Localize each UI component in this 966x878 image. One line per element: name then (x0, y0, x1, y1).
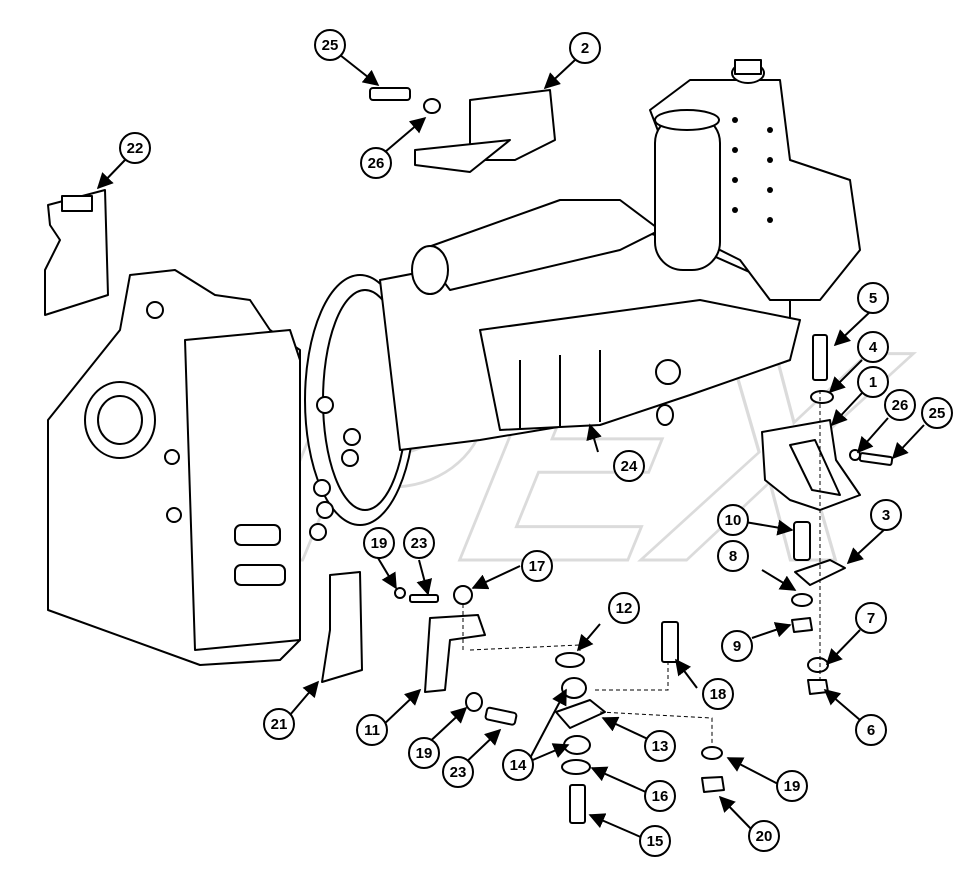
callout-19-right: 19 (776, 770, 808, 802)
callout-25-top: 25 (314, 29, 346, 61)
part-4-washer (810, 390, 834, 404)
assembly-lines (462, 390, 821, 745)
svg-text:5: 5 (869, 290, 877, 307)
svg-text:16: 16 (652, 788, 669, 805)
callout-15: 15 (639, 825, 671, 857)
callout-25-right: 25 (921, 397, 953, 429)
callout-24: 24 (613, 450, 645, 482)
callout-26-top: 26 (360, 147, 392, 179)
svg-text:19: 19 (416, 745, 433, 762)
callout-23-lower: 23 (442, 756, 474, 788)
svg-text:26: 26 (368, 155, 385, 172)
callout-7: 7 (855, 602, 887, 634)
svg-text:26: 26 (892, 397, 909, 414)
drain-plug (655, 359, 681, 385)
callout-21: 21 (263, 708, 295, 740)
part-19-washer-lower (465, 692, 483, 712)
part-14-bush-upper (561, 677, 587, 699)
svg-text:8: 8 (729, 548, 737, 565)
svg-text:9: 9 (733, 638, 741, 655)
part-15-bolt (569, 784, 586, 824)
callout-18: 18 (702, 678, 734, 710)
part-21-plate (321, 571, 363, 683)
part-20-nut (701, 776, 725, 793)
part-26-washer-top (423, 98, 441, 114)
callout-19-lower: 19 (408, 737, 440, 769)
part-17-nut (453, 585, 473, 605)
svg-text:24: 24 (621, 458, 638, 475)
callout-1: 1 (857, 366, 889, 398)
part-7-washer (807, 657, 829, 673)
svg-text:19: 19 (371, 535, 388, 552)
engine-transmission-assembly (47, 59, 861, 666)
svg-text:13: 13 (652, 738, 669, 755)
svg-text:23: 23 (450, 764, 467, 781)
part-10-bolt (793, 521, 811, 561)
svg-text:25: 25 (322, 37, 339, 54)
callout-13: 13 (644, 730, 676, 762)
callout-2: 2 (569, 32, 601, 64)
part-11-bracket (424, 614, 486, 693)
callout-26-right: 26 (884, 389, 916, 421)
svg-text:7: 7 (867, 610, 875, 627)
part-24-sump (656, 404, 674, 426)
svg-text:10: 10 (725, 512, 742, 529)
callout-4: 4 (857, 331, 889, 363)
svg-text:15: 15 (647, 833, 664, 850)
svg-text:3: 3 (882, 507, 890, 524)
svg-text:11: 11 (364, 722, 380, 739)
callout-6: 6 (855, 714, 887, 746)
oil-filter (654, 114, 721, 271)
callout-22: 22 (119, 132, 151, 164)
svg-text:14: 14 (510, 757, 527, 774)
callout-3: 3 (870, 499, 902, 531)
leader-arrows (96, 54, 925, 839)
svg-text:6: 6 (867, 722, 875, 739)
svg-text:1: 1 (869, 374, 877, 391)
part-18-bolt (661, 621, 679, 663)
callout-16: 16 (644, 780, 676, 812)
part-9-nut (791, 617, 813, 633)
part-5-bolt (812, 334, 828, 381)
part-16-washer (561, 759, 591, 775)
part-23-bolt-lower (484, 706, 518, 726)
part-6-nut (807, 679, 829, 695)
callout-23-upper: 23 (403, 527, 435, 559)
svg-text:25: 25 (929, 405, 946, 422)
callout-5: 5 (857, 282, 889, 314)
svg-text:22: 22 (127, 140, 144, 157)
callout-10: 10 (717, 504, 749, 536)
housing-face (184, 329, 301, 651)
callout-9: 9 (721, 630, 753, 662)
callout-14: 14 (502, 749, 534, 781)
callout-17: 17 (521, 550, 553, 582)
svg-text:23: 23 (411, 535, 428, 552)
svg-text:2: 2 (581, 40, 589, 57)
part-22-bracket (44, 189, 109, 316)
svg-text:4: 4 (869, 339, 878, 356)
callout-8: 8 (717, 540, 749, 572)
svg-text:21: 21 (271, 716, 288, 733)
part-19-washer-right (701, 746, 723, 760)
callouts: 25 2 26 22 5 4 1 26 25 3 10 8 9 7 6 24 1… (119, 29, 953, 857)
callout-19-upper: 19 (363, 527, 395, 559)
callout-12: 12 (608, 592, 640, 624)
part-8-washer (791, 593, 813, 607)
svg-text:19: 19 (784, 778, 801, 795)
callout-20: 20 (748, 820, 780, 852)
svg-text:18: 18 (710, 686, 727, 703)
part-12-washer (555, 652, 585, 668)
parts (44, 87, 894, 824)
part-25-bolt-top (369, 87, 411, 101)
part-23-bolt-upper (409, 594, 439, 603)
part-13-plate (555, 699, 606, 729)
svg-text:12: 12 (616, 600, 633, 617)
svg-text:20: 20 (756, 828, 773, 845)
callout-11: 11 (356, 714, 388, 746)
svg-text:17: 17 (529, 558, 546, 575)
part-19-washer-upper (394, 587, 406, 599)
